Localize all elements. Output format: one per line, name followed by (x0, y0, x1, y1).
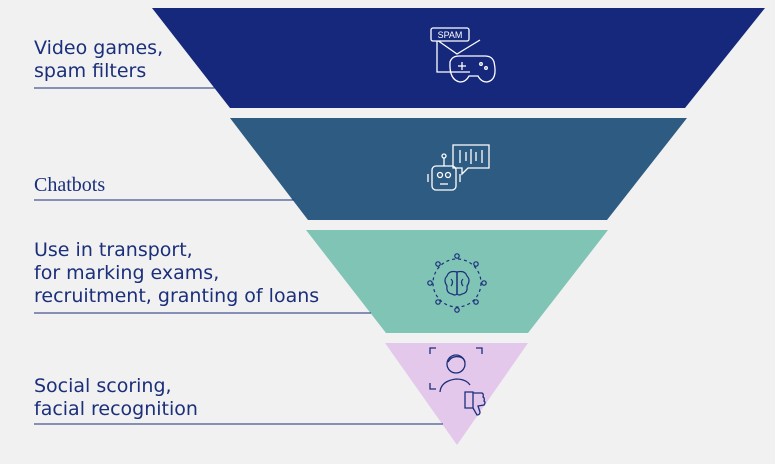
level-4-line-2: facial recognition (34, 398, 198, 420)
level-1-line-1: Video games, (34, 37, 164, 59)
level-2-band (230, 118, 687, 220)
level-2-line-1: Chatbots (34, 174, 106, 196)
face-recognition-thumbs-down-icon (429, 347, 486, 416)
spam-icon-text: SPAM (438, 30, 463, 40)
level-4-band (385, 343, 528, 445)
level-1-line-2: spam filters (34, 60, 147, 82)
chatbot-icon (427, 144, 490, 191)
spam-gamepad-icon: SPAM (430, 27, 496, 83)
level-3-line-2: for marking exams, (34, 262, 220, 284)
level-4-line-1: Social scoring, (34, 375, 172, 397)
level-2-label: Chatbots (34, 174, 105, 197)
level-3-label: Use in transport, for marking exams, rec… (34, 239, 319, 308)
level-3-line-3: recruitment, granting of loans (34, 285, 320, 307)
level-1-label: Video games, spam filters (34, 37, 163, 83)
level-1-band (152, 8, 765, 108)
ai-brain-network-icon (427, 253, 487, 313)
level-3-line-1: Use in transport, (34, 239, 193, 261)
level-4-label: Social scoring, facial recognition (34, 375, 198, 421)
